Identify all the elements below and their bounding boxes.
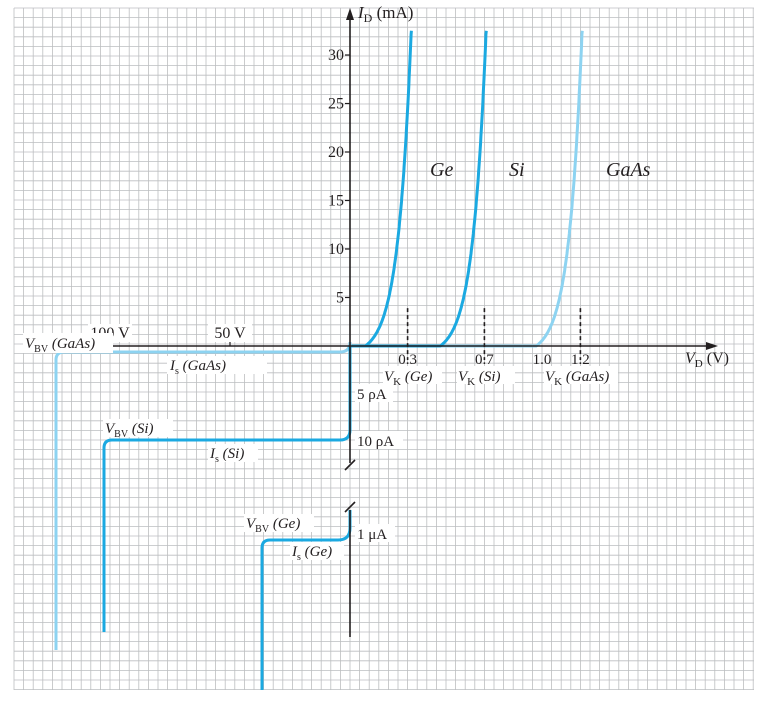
y-tick-label: 25 xyxy=(328,96,344,113)
y-tick-label: 5 xyxy=(336,290,344,307)
x-axis-label: VD (V) xyxy=(685,350,729,370)
ge-reverse-curve xyxy=(260,510,352,690)
x-neg-tick-label: 50 V xyxy=(214,325,246,342)
axis-break-lower xyxy=(344,501,356,513)
y-tick-label: 30 xyxy=(328,47,344,64)
is-gaas-label: Is (GaAs) xyxy=(169,358,226,377)
is-ge-label: Is (Ge) xyxy=(291,544,332,563)
vbv-ge-label: VBV (Ge) xyxy=(246,516,300,535)
current-ge-label: 1 μA xyxy=(357,527,387,543)
y-axis-arrowhead xyxy=(346,8,354,20)
x-tick-label: 0.7 xyxy=(475,352,494,368)
current-si-label: 10 ρA xyxy=(357,434,394,450)
x-tick-label: 0.3 xyxy=(398,352,417,368)
si-forward-curve xyxy=(350,30,488,348)
knee-label-ge: VK (Ge) xyxy=(384,369,432,388)
vbv-si-label: VBV (Si) xyxy=(105,421,154,440)
grid xyxy=(13,7,754,690)
ge-curve-label: Ge xyxy=(430,159,453,181)
x-axis-arrowhead xyxy=(706,342,718,350)
y-tick-label: 15 xyxy=(328,193,344,210)
knee-label-si: VK (Si) xyxy=(458,369,501,388)
gaas-forward-curve xyxy=(350,30,584,348)
y-tick-label: 20 xyxy=(328,144,344,161)
axis-break-upper xyxy=(344,459,356,471)
x-tick-label: 1.2 xyxy=(571,352,590,368)
si-curve-label: Si xyxy=(509,159,525,181)
x-tick-label: 1.0 xyxy=(533,352,552,368)
y-tick-label: 10 xyxy=(328,241,344,258)
is-si-label: Is (Si) xyxy=(209,446,244,465)
knee-markers xyxy=(406,308,582,360)
current-gaas-label: 5 ρA xyxy=(357,387,387,403)
y-axis-label: ID (mA) xyxy=(357,3,413,25)
x-neg-tick-bg xyxy=(208,324,252,342)
vbv-gaas-label: VBV (GaAs) xyxy=(25,336,95,355)
gaas-curve-label: GaAs xyxy=(606,159,651,181)
si-reverse-curve xyxy=(102,346,352,632)
knee-label-gaas: VK (GaAs) xyxy=(545,369,609,388)
